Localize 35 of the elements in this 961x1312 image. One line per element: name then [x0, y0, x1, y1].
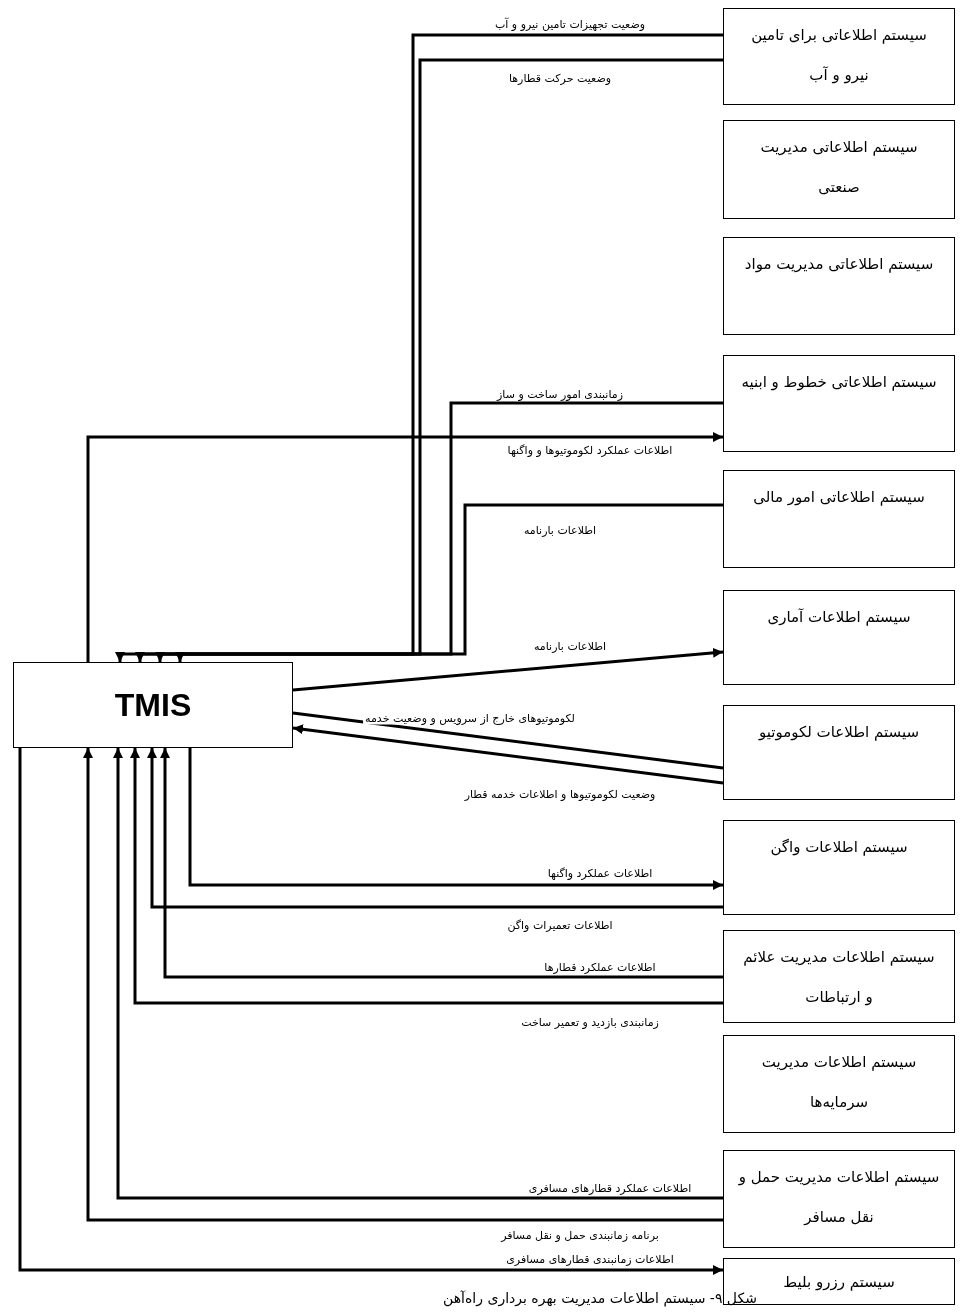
system-box: TMIS — [13, 662, 293, 748]
system-box: سیستم اطلاعات لکوموتیو — [723, 705, 955, 800]
system-box: سیستم اطلاعاتی مدیریت صنعتی — [723, 120, 955, 219]
system-box: سیستم اطلاعاتی خطوط و ابنیه — [723, 355, 955, 452]
system-box: سیستم اطلاعاتی امور مالی — [723, 470, 955, 568]
edge-label: اطلاعات عملکرد قطارهای مسافری — [526, 1181, 694, 1195]
edge-label: اطلاعات زمانبندی قطارهای مسافری — [504, 1252, 676, 1266]
system-box: سیستم اطلاعات مدیریت حمل و نقل مسافر — [723, 1150, 955, 1248]
edge-label: زمانبندی بازدید و تعمیر ساخت — [519, 1015, 661, 1029]
edge-label: اطلاعات تعمیرات واگن — [505, 918, 615, 932]
arrow — [155, 401, 723, 663]
system-box: سیستم اطلاعات واگن — [723, 820, 955, 915]
edge-label: وضعیت تجهیزات تامین نیرو و آب — [492, 17, 648, 31]
edge-label: لکوموتیوهای خارج از سرویس و وضعیت خدمه — [363, 711, 577, 725]
edge-label: برنامه زمانبندی حمل و نقل مسافر — [499, 1228, 661, 1242]
system-box: سیستم اطلاعاتی برای تامین نیرو و آب — [723, 8, 955, 105]
system-box: سیستم اطلاعات مدیریت سرمایه‌ها — [723, 1035, 955, 1133]
caption: شکل ۹- سیستم اطلاعات مدیریت بهره برداری راه‌آهن — [443, 1290, 757, 1306]
edge-label: زمانبندی امور ساخت و ساز — [495, 387, 625, 401]
arrow — [188, 748, 723, 890]
arrow — [175, 503, 723, 662]
edge-label: اطلاعات عملکرد لکوموتیوها و واگنها — [505, 443, 675, 457]
edge-label: اطلاعات عملکرد واگنها — [545, 866, 655, 880]
system-box: سیستم اطلاعات آماری — [723, 590, 955, 685]
edge-label: اطلاعات بارنامه — [521, 523, 599, 537]
system-box: سیستم اطلاعات مدیریت علائم و ارتباطات — [723, 930, 955, 1023]
system-box: سیستم اطلاعاتی مدیریت مواد — [723, 237, 955, 335]
arrow — [86, 432, 723, 662]
edge-label: وضعیت لکوموتیوها و اطلاعات خدمه قطار — [462, 787, 658, 801]
edge-label: اطلاعات عملکرد قطارها — [542, 960, 658, 974]
arrow — [292, 647, 724, 692]
arrow — [292, 724, 724, 785]
edge-label: اطلاعات بارنامه — [531, 639, 609, 653]
arrow — [147, 748, 723, 909]
arrow — [18, 748, 723, 1275]
